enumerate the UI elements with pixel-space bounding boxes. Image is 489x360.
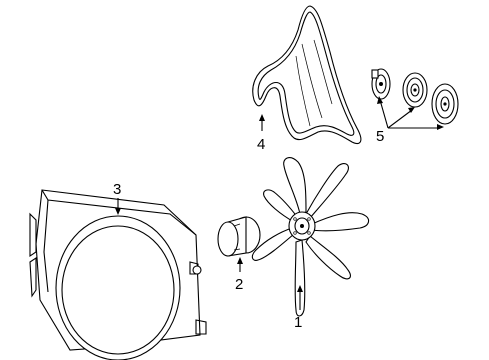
callout-5-label: 5 <box>376 128 384 145</box>
callout-4-label: 4 <box>257 136 265 153</box>
pulley-group[interactable] <box>371 68 459 125</box>
tensioner-pulley <box>402 72 428 108</box>
leader-5 <box>377 96 444 130</box>
crank-pulley <box>431 83 459 125</box>
callout-3-label: 3 <box>113 181 121 198</box>
cooling-fan[interactable] <box>251 157 370 317</box>
leader-1 <box>297 285 303 310</box>
fan-clutch[interactable] <box>217 216 261 257</box>
callout-2-label: 2 <box>235 276 243 293</box>
leader-lines <box>115 96 444 310</box>
idler-pulley <box>371 68 391 100</box>
leader-3 <box>115 198 121 215</box>
callout-labels: 1 2 3 4 5 <box>113 128 384 331</box>
leader-4 <box>259 114 265 131</box>
leader-2 <box>237 257 243 272</box>
serpentine-belt[interactable] <box>252 5 362 145</box>
callout-1-label: 1 <box>294 314 302 331</box>
fan-shroud[interactable] <box>29 189 207 360</box>
